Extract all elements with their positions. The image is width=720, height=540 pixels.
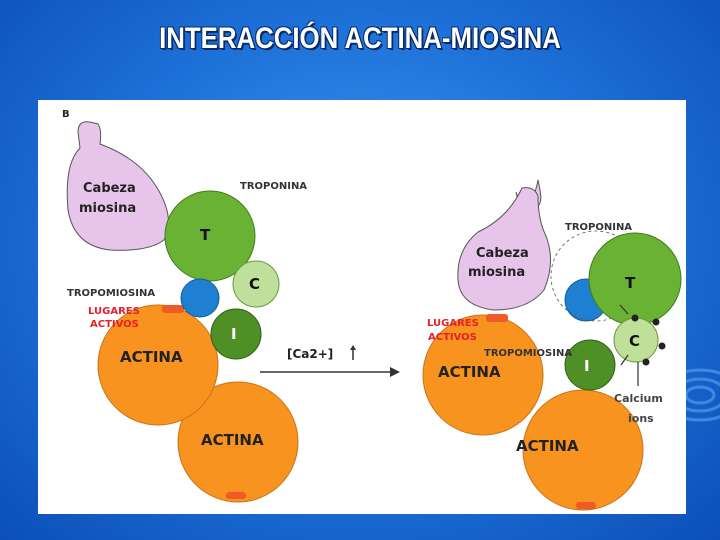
- left-tropomyosin-circle: [180, 278, 220, 318]
- left-c-letter: C: [249, 275, 260, 293]
- left-i-letter: I: [231, 325, 237, 343]
- left-head-label-line2: miosina: [79, 201, 136, 216]
- panel-letter: B: [62, 109, 70, 120]
- left-troponin-c-circle: [232, 260, 280, 308]
- slide-title: INTERACCIÓN ACTINA-MIOSINA: [159, 22, 561, 55]
- left-head-label-line1: Cabeza: [83, 181, 136, 196]
- left-lugares-label-line2: ACTIVOS: [90, 319, 139, 330]
- left-troponin-i-circle: [210, 308, 262, 360]
- left-actina-top-label: ACTINA: [120, 348, 183, 366]
- left-troponin-t-circle: [164, 190, 256, 282]
- right-troponin-i-circle: [564, 339, 616, 391]
- left-tropomiosina-label: TROPOMIOSINA: [67, 288, 155, 299]
- calcium-concentration-label: [Ca2+]: [287, 347, 333, 361]
- right-troponina-label: TROPONINA: [565, 222, 632, 233]
- right-tropomiosina-label: TROPOMIOSINA: [484, 348, 572, 359]
- left-lugares-label-line1: LUGARES: [88, 306, 140, 317]
- left-t-letter: T: [200, 226, 211, 244]
- right-c-letter: C: [629, 332, 640, 350]
- right-active-site-top: [486, 314, 508, 322]
- right-lugares-label-line1: LUGARES: [427, 318, 479, 329]
- right-active-site-bottom: [576, 502, 596, 509]
- calcium-increase-arrowhead: [350, 345, 356, 350]
- right-t-letter: T: [625, 274, 636, 292]
- calcium-ion-dots: [631, 314, 666, 366]
- right-actina-bottom-label: ACTINA: [516, 437, 579, 455]
- right-i-letter: I: [584, 357, 590, 375]
- left-active-site-bottom: [226, 492, 246, 499]
- calcium-pointer-top: [619, 304, 629, 315]
- left-actina-bottom-label: ACTINA: [201, 431, 264, 449]
- calcium-pointer-bottom: [620, 354, 629, 366]
- left-active-site-top: [162, 305, 184, 313]
- left-troponina-label: TROPONINA: [240, 181, 307, 192]
- left-actin-bottom-circle: [177, 381, 299, 503]
- right-head-label-line2: miosina: [468, 265, 525, 280]
- calcium-ions-label-line2: ions: [628, 412, 654, 425]
- diagram-panel: B Cabeza miosina TROPONINA TROPOMIOSINA …: [38, 100, 686, 514]
- right-actina-top-label: ACTINA: [438, 363, 501, 381]
- calcium-ions-label-line1: Calcium: [614, 392, 663, 405]
- right-head-label-line1: Cabeza: [476, 246, 529, 261]
- right-lugares-label-line2: ACTIVOS: [428, 332, 477, 343]
- transition-arrow-head: [390, 367, 400, 377]
- left-actin-top-circle: [97, 304, 219, 426]
- right-myosin-head: [457, 187, 551, 311]
- actin-myosin-diagram: B Cabeza miosina TROPONINA TROPOMIOSINA …: [62, 109, 682, 511]
- right-actin-bottom-circle: [522, 389, 644, 511]
- right-actin-top-circle: [422, 314, 544, 436]
